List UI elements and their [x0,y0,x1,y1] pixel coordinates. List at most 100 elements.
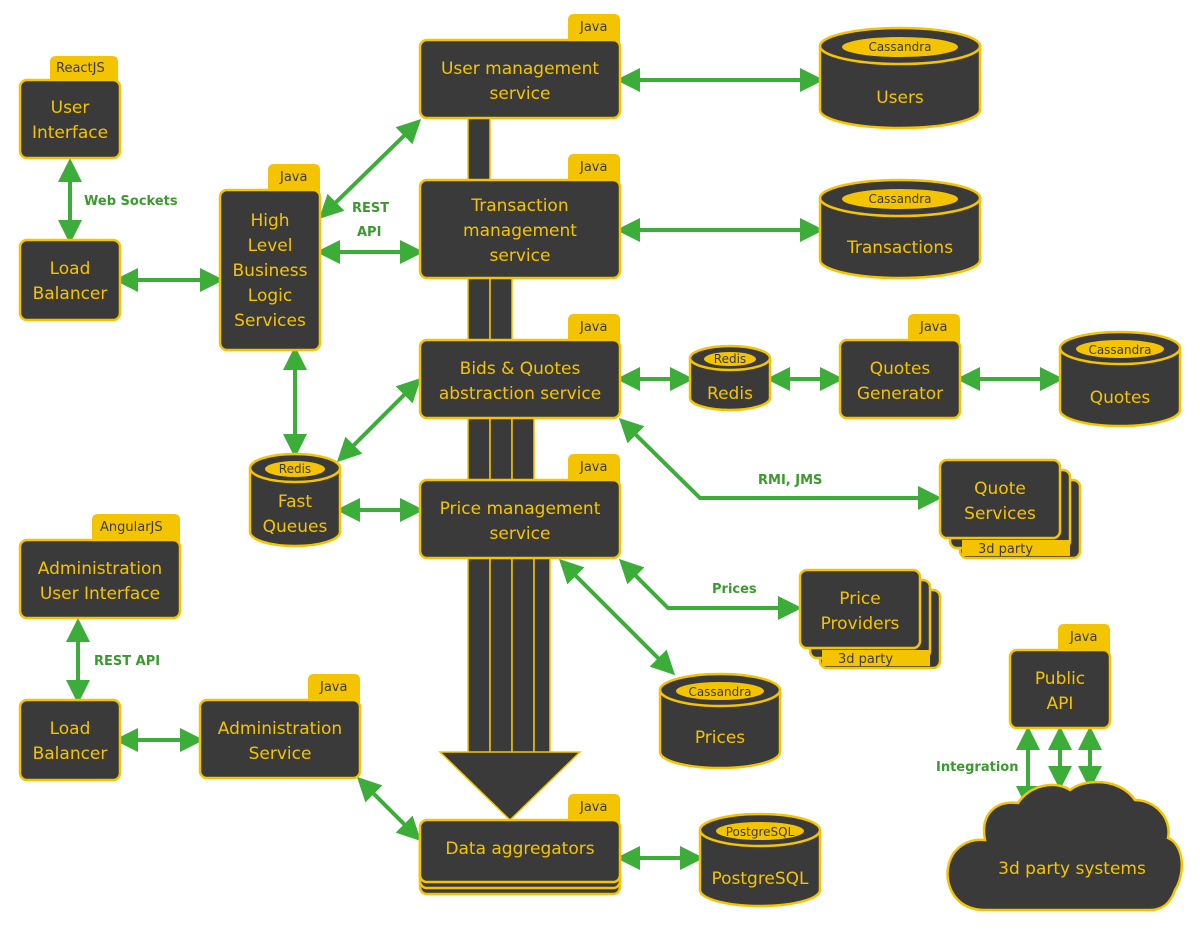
svg-text:Generator: Generator [857,384,943,404]
svg-text:User Interface: User Interface [40,584,160,604]
price-management-node[interactable]: Java Price management service [418,454,622,560]
label-rmi-jms: RMI, JMS [758,473,822,488]
svg-text:Load: Load [50,719,91,739]
svg-text:PostgreSQL: PostgreSQL [711,869,809,889]
transaction-management-node[interactable]: Java Transaction management service [418,154,622,280]
trunk-flow [438,109,582,822]
arrow-price-db [558,558,676,676]
quote-services-node[interactable]: Quote Services 3d party [938,458,1082,560]
svg-text:Cassandra: Cassandra [1088,343,1151,357]
svg-text:3d party systems: 3d party systems [998,859,1146,879]
svg-text:Prices: Prices [695,728,745,748]
svg-text:Java: Java [579,320,607,335]
svg-text:High: High [250,211,289,231]
svg-text:User: User [51,98,90,118]
users-db-node[interactable]: Cassandra Users [818,26,982,130]
label-integration: Integration [936,760,1018,775]
label-rest-1b: API [357,225,381,240]
label-rest-1a: REST [352,201,389,216]
data-aggregators-node[interactable]: Java Data aggregators [418,794,622,896]
postgresql-db-node[interactable]: PostgreSQL PostgreSQL [698,812,822,908]
svg-text:Java: Java [579,800,607,815]
prices-db-node[interactable]: Cassandra Prices [658,672,782,770]
svg-text:Transaction: Transaction [470,196,568,216]
svg-text:Load: Load [50,259,91,279]
svg-text:Services: Services [964,504,1036,524]
fast-queues-node[interactable]: Redis Fast Queues [248,452,342,548]
label-rest-api-2: REST API [94,654,160,669]
svg-text:Redis: Redis [707,384,753,404]
svg-text:service: service [490,246,551,266]
svg-text:Price management: Price management [440,499,601,519]
arrow-price-providers [618,558,802,620]
tag-3d-party: 3d party [978,542,1033,557]
svg-text:Level: Level [248,236,293,256]
admin-service-node[interactable]: Java Administration Service [198,674,362,780]
svg-text:Bids & Quotes: Bids & Quotes [460,359,581,379]
tag-reactjs: ReactJS [56,61,105,76]
svg-text:Redis: Redis [279,462,311,476]
tag-java: Java [279,170,307,185]
svg-text:Logic: Logic [248,286,292,306]
svg-text:Interface: Interface [32,123,108,143]
public-api-node[interactable]: Java Public API [1008,624,1112,730]
svg-text:Business: Business [233,261,308,281]
svg-text:Quote: Quote [974,479,1026,499]
svg-text:Users: Users [876,88,924,108]
svg-text:PostgreSQL: PostgreSQL [726,825,795,839]
tag-angularjs: AngularJS [100,520,163,535]
svg-text:Administration: Administration [38,559,162,579]
svg-text:API: API [1047,694,1074,714]
svg-text:Price: Price [839,589,880,609]
svg-text:service: service [490,524,551,544]
svg-text:Providers: Providers [821,614,900,634]
connectors [58,68,1102,870]
svg-text:3d party: 3d party [838,652,893,667]
admin-ui-node[interactable]: AngularJS Administration User Interface [18,514,182,620]
load-balancer-admin-node[interactable]: Load Balancer [18,698,122,782]
svg-text:service: service [490,84,551,104]
arrow-adminservice-aggregators [356,776,422,842]
svg-text:User management: User management [441,59,599,79]
svg-text:Service: Service [249,744,312,764]
load-balancer-node[interactable]: Load Balancer [18,238,122,322]
svg-text:Quotes: Quotes [1090,388,1151,408]
svg-text:Java: Java [579,160,607,175]
high-level-services-node[interactable]: Java High Level Business Logic Services [218,164,322,352]
arrow-hl-user [318,119,422,219]
user-management-node[interactable]: Java User management service [418,14,622,120]
quotes-generator-node[interactable]: Java Quotes Generator [838,314,962,420]
label-web-sockets: Web Sockets [84,194,178,209]
svg-text:abstraction service: abstraction service [439,384,601,404]
svg-text:Cassandra: Cassandra [868,40,931,54]
bids-quotes-node[interactable]: Java Bids & Quotes abstraction service [418,314,622,420]
svg-text:Administration: Administration [218,719,342,739]
svg-text:Services: Services [234,311,306,331]
arrow-queues-bids [336,377,422,463]
svg-text:Cassandra: Cassandra [868,192,931,206]
price-providers-node[interactable]: Price Providers 3d party [798,568,942,670]
svg-text:Balancer: Balancer [33,744,108,764]
quotes-db-node[interactable]: Cassandra Quotes [1058,330,1182,428]
svg-text:Java: Java [319,680,347,695]
svg-text:Java: Java [1069,630,1097,645]
svg-text:Java: Java [579,20,607,35]
svg-text:Public: Public [1035,669,1085,689]
svg-text:Transactions: Transactions [846,238,953,258]
arrow-bids-quoteservices [618,417,942,510]
svg-text:Java: Java [579,460,607,475]
svg-text:Data aggregators: Data aggregators [445,839,594,859]
svg-text:Redis: Redis [714,352,746,366]
redis-db-node[interactable]: Redis Redis [688,344,772,412]
svg-text:Fast: Fast [278,492,312,512]
svg-text:Queues: Queues [263,517,328,537]
svg-text:Balancer: Balancer [33,284,108,304]
svg-text:Quotes: Quotes [870,359,931,379]
svg-text:Cassandra: Cassandra [688,685,751,699]
transactions-db-node[interactable]: Cassandra Transactions [818,178,982,280]
svg-text:management: management [463,221,577,241]
third-party-systems-cloud[interactable]: 3d party systems [946,780,1184,912]
label-prices: Prices [712,582,757,597]
user-interface-node[interactable]: ReactJS User Interface [18,56,122,160]
